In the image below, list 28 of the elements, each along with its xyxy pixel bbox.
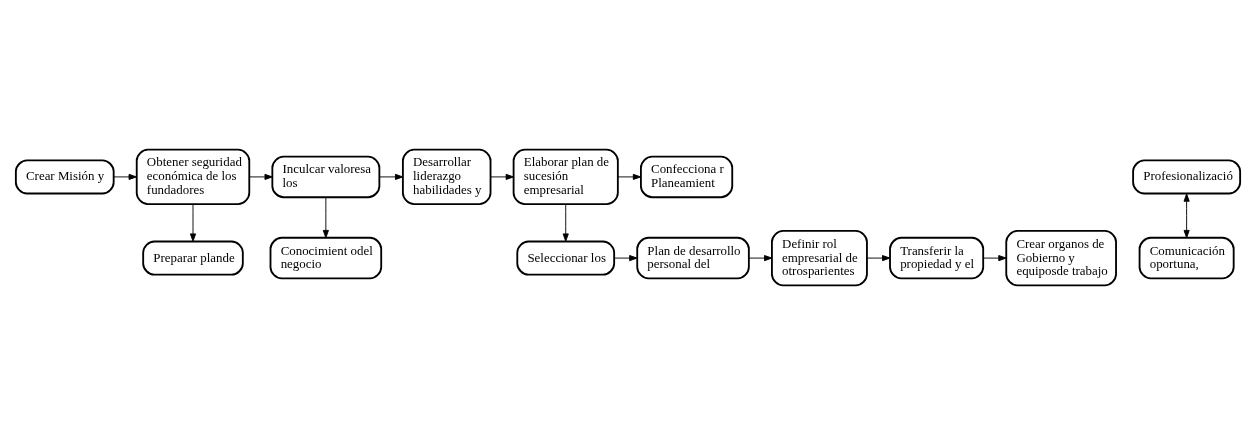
node-box: Preparar plande — [142, 240, 244, 276]
node-box: Elaborar plan de sucesión empresarial — [512, 148, 619, 206]
node-box: Transferir la propiedad y el — [889, 236, 985, 280]
node-box: Desarrollar liderazgo habilidades y — [401, 148, 492, 206]
arrow — [379, 173, 404, 180]
node-box: Seleccionar los — [516, 240, 616, 276]
arrow — [1183, 193, 1190, 239]
node-box: Inculcar valoresa los — [271, 155, 381, 199]
node-box: Crear organos de Gobierno y equiposde trabajo — [1005, 229, 1117, 287]
node-box: Profesionalizació — [1132, 159, 1242, 195]
arrow — [866, 255, 891, 262]
arrow — [613, 255, 638, 262]
arrow — [113, 173, 137, 180]
arrow — [322, 197, 329, 239]
arrow — [748, 255, 773, 262]
node-box: Definir rol empresarial de otrosparientes — [771, 229, 868, 287]
arrow — [189, 203, 197, 242]
node-box: Obtener seguridad económica de los fundadores — [135, 148, 251, 206]
node-box: Comunicación oportuna, — [1138, 236, 1235, 280]
node-box: Confecciona r Planeamient — [640, 155, 734, 199]
arrow — [562, 203, 569, 242]
arrow — [617, 173, 642, 180]
arrow — [490, 173, 514, 180]
arrow — [982, 255, 1007, 262]
node-box: Crear Misión y — [14, 159, 115, 195]
node-box: Conocimient odel negocio — [269, 236, 383, 280]
node-box: Plan de desarrollo personal del — [636, 236, 750, 280]
arrow — [248, 173, 273, 180]
